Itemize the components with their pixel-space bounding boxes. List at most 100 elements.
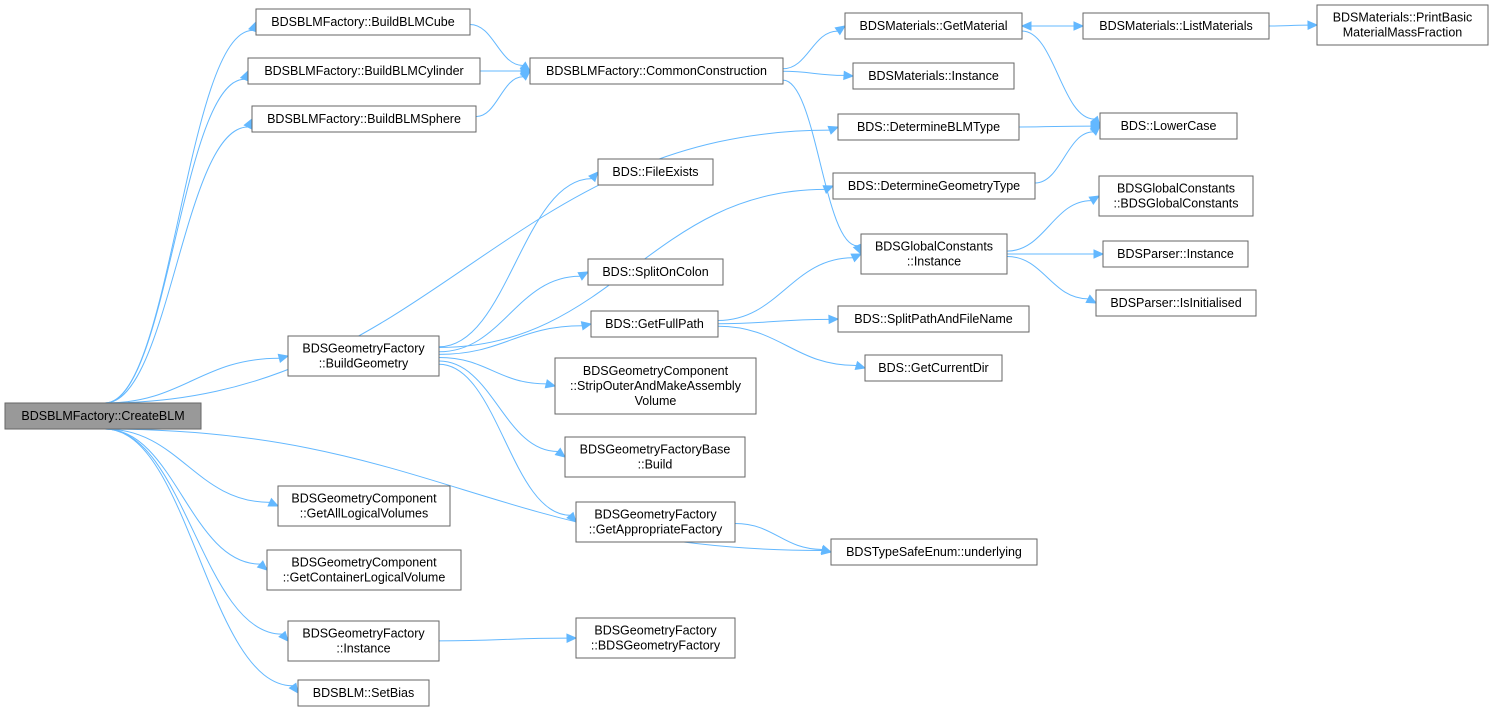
- node-label: ::GetContainerLogicalVolume: [283, 571, 446, 585]
- node-label: MaterialMassFraction: [1343, 26, 1463, 40]
- node-strip[interactable]: BDSGeometryComponent::StripOuterAndMakeA…: [554, 357, 757, 415]
- node-getcontlv[interactable]: BDSGeometryComponent::GetContainerLogica…: [266, 549, 462, 591]
- node-box: [1102, 240, 1249, 268]
- node-split[interactable]: BDS::SplitOnColon: [587, 258, 724, 286]
- node-box: [597, 158, 714, 186]
- node-fullpath[interactable]: BDS::GetFullPath: [590, 310, 719, 338]
- edge-arrowhead: [544, 379, 557, 389]
- node-gcinst[interactable]: BDSGlobalConstants::Instance: [860, 233, 1008, 275]
- edge-arrowhead: [854, 360, 867, 370]
- node-box: [1098, 175, 1254, 217]
- node-label: BDSGeometryFactoryBase: [580, 443, 731, 457]
- node-cube[interactable]: BDSBLMFactory::BuildBLMCube: [255, 8, 471, 36]
- node-detblm[interactable]: BDS::DetermineBLMType: [837, 113, 1020, 141]
- edge-arrowhead: [1088, 195, 1101, 205]
- node-label: BDSGeometryComponent: [583, 364, 729, 378]
- node-cyl[interactable]: BDSBLMFactory::BuildBLMCylinder: [247, 57, 481, 85]
- node-printbasic[interactable]: BDSMaterials::PrintBasicMaterialMassFrac…: [1316, 4, 1489, 46]
- node-detgeom[interactable]: BDS::DetermineGeometryType: [832, 172, 1036, 200]
- node-label: BDS::SplitPathAndFileName: [854, 312, 1012, 326]
- node-label: BDSParser::Instance: [1117, 247, 1234, 261]
- edge-arrowhead: [1093, 249, 1105, 259]
- edge-line: [104, 428, 270, 503]
- edge-arrowhead: [288, 682, 299, 694]
- edge-arrowhead: [822, 185, 835, 195]
- edge-gcinst-to-gcctor: [1006, 195, 1101, 252]
- node-label: Volume: [635, 394, 677, 408]
- edge-fullpath-to-gcinst: [717, 253, 863, 321]
- node-curdir[interactable]: BDS::GetCurrentDir: [864, 354, 1003, 382]
- node-splitpath[interactable]: BDS::SplitPathAndFileName: [837, 305, 1030, 333]
- node-box: [251, 105, 477, 133]
- node-common[interactable]: BDSBLMFactory::CommonConstruction: [529, 57, 784, 85]
- node-label: ::GetAppropriateFactory: [589, 523, 723, 537]
- node-sphere[interactable]: BDSBLMFactory::BuildBLMSphere: [251, 105, 477, 133]
- node-label: ::Instance: [336, 642, 390, 656]
- node-buildgeom[interactable]: BDSGeometryFactory::BuildGeometry: [287, 335, 440, 377]
- node-label: ::BuildGeometry: [319, 357, 409, 371]
- node-box: [832, 172, 1036, 200]
- edge-createblm-to-setbias: [104, 428, 299, 694]
- node-matinst[interactable]: BDSMaterials::Instance: [852, 62, 1015, 90]
- edge-arrowhead: [519, 70, 531, 81]
- node-label: BDSGeometryFactory: [302, 627, 425, 641]
- edge-arrowhead: [580, 321, 593, 331]
- edge-line: [438, 360, 558, 453]
- node-gcctor[interactable]: BDSGlobalConstants::BDSGlobalConstants: [1098, 175, 1254, 217]
- edge-buildgeom-to-getapprop: [438, 363, 577, 523]
- edge-line: [782, 70, 845, 76]
- node-setbias[interactable]: BDSBLM::SetBias: [297, 679, 430, 707]
- edge-line: [438, 325, 583, 355]
- node-label: ::BDSGlobalConstants: [1113, 197, 1238, 211]
- node-fbbuild[interactable]: BDSGeometryFactoryBase::Build: [564, 436, 746, 478]
- edge-arrowhead: [1085, 294, 1098, 304]
- edge-arrowhead: [828, 314, 840, 325]
- node-box: [1095, 289, 1257, 317]
- edge-common-to-matinst: [782, 70, 855, 81]
- node-getapprop[interactable]: BDSGeometryFactory::GetAppropriateFactor…: [575, 501, 736, 543]
- edge-arrowhead: [1307, 20, 1319, 30]
- edge-arrowhead: [850, 253, 863, 263]
- node-listmat[interactable]: BDSMaterials::ListMaterials: [1082, 12, 1270, 40]
- edge-arrowhead: [1089, 125, 1101, 136]
- edge-arrowhead: [256, 560, 268, 571]
- edge-arrowhead: [278, 630, 289, 642]
- node-fileexists[interactable]: BDS::FileExists: [597, 158, 714, 186]
- node-label: ::StripOuterAndMakeAssembly: [570, 379, 742, 393]
- node-gfinst[interactable]: BDSGeometryFactory::Instance: [287, 620, 440, 662]
- edge-createblm-to-getalllv: [104, 428, 280, 507]
- node-lower[interactable]: BDS::LowerCase: [1099, 112, 1238, 140]
- edge-buildgeom-to-fbbuild: [438, 360, 566, 458]
- node-box: [837, 113, 1020, 141]
- node-box: [529, 57, 784, 85]
- node-label: BDSBLMFactory::CreateBLM: [21, 409, 184, 423]
- node-layer: BDSBLMFactory::CreateBLM BDSBLMFactory::B…: [4, 4, 1489, 707]
- node-label: BDSBLMFactory::BuildBLMSphere: [267, 112, 461, 126]
- edge-sphere-to-common: [475, 70, 531, 118]
- edge-line: [438, 637, 568, 642]
- edge-line: [104, 129, 830, 404]
- node-createblm[interactable]: BDSBLMFactory::CreateBLM: [4, 402, 202, 430]
- node-label: BDSGlobalConstants: [1117, 182, 1235, 196]
- edge-arrowhead: [566, 633, 578, 643]
- edge-line: [1006, 200, 1092, 252]
- node-parserinst[interactable]: BDSParser::Instance: [1102, 240, 1249, 268]
- node-box: [830, 538, 1038, 566]
- node-underlying[interactable]: BDSTypeSafeEnum::underlying: [830, 538, 1038, 566]
- node-box: [277, 485, 451, 527]
- node-getmat[interactable]: BDSMaterials::GetMaterial: [844, 12, 1023, 40]
- edge-line: [1006, 255, 1089, 300]
- node-gfctor[interactable]: BDSGeometryFactory::BDSGeometryFactory: [575, 617, 736, 659]
- edge-arrowhead: [267, 497, 280, 507]
- node-label: BDS::DetermineGeometryType: [848, 179, 1020, 193]
- edge-arrowhead: [1020, 21, 1032, 31]
- node-label: ::Build: [638, 458, 673, 472]
- edge-line: [1034, 131, 1094, 184]
- node-getalllv[interactable]: BDSGeometryComponent::GetAllLogicalVolum…: [277, 485, 451, 527]
- edge-line: [475, 76, 524, 118]
- node-parserinit[interactable]: BDSParser::IsInitialised: [1095, 289, 1257, 317]
- edge-detgeom-to-lower: [1034, 125, 1101, 184]
- node-box: [587, 258, 724, 286]
- node-label: BDSParser::IsInitialised: [1110, 296, 1241, 310]
